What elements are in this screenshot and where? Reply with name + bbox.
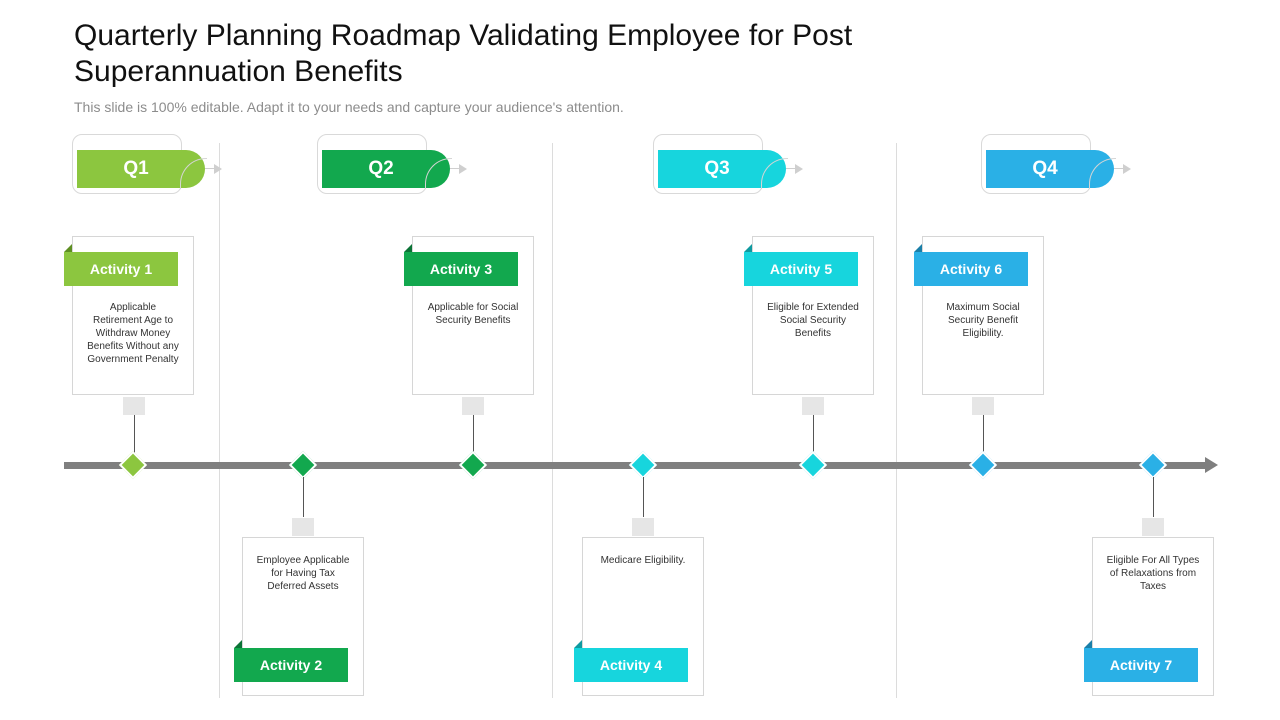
connector-stem bbox=[813, 415, 814, 455]
quarter-q3: Q3 bbox=[653, 134, 803, 194]
activity-description: Maximum Social Security Benefit Eligibil… bbox=[946, 302, 1020, 339]
quarter-q4: Q4 bbox=[981, 134, 1131, 194]
connector-stem bbox=[983, 415, 984, 455]
timeline-arrow-icon bbox=[1205, 457, 1218, 473]
activity-description: Applicable for Social Security Benefits bbox=[427, 302, 519, 326]
label-fold bbox=[64, 244, 72, 252]
quarter-divider bbox=[219, 143, 220, 698]
quarter-arrow-head-icon bbox=[795, 164, 803, 174]
label-fold bbox=[404, 244, 412, 252]
quarter-arrow bbox=[205, 168, 217, 169]
milestone-diamond bbox=[1138, 450, 1168, 480]
connector-stem bbox=[473, 415, 474, 455]
activity-label-3: Activity 3 bbox=[404, 252, 518, 286]
activity-label-4: Activity 4 bbox=[574, 648, 688, 682]
connector-stem bbox=[303, 477, 304, 517]
quarter-arrow bbox=[786, 168, 798, 169]
label-fold bbox=[1084, 640, 1092, 648]
activity-description: Eligible For All Types of Relaxations fr… bbox=[1106, 555, 1200, 592]
quarter-arrow bbox=[450, 168, 462, 169]
activity-description: Applicable Retirement Age to Withdraw Mo… bbox=[87, 302, 179, 365]
connector-stub bbox=[462, 397, 484, 415]
quarter-arrow-head-icon bbox=[459, 164, 467, 174]
connector-stem bbox=[643, 477, 644, 517]
connector-stub bbox=[292, 518, 314, 536]
connector-stub bbox=[802, 397, 824, 415]
activity-description: Medicare Eligibility. bbox=[600, 555, 686, 566]
activity-card-1: Applicable Retirement Age to Withdraw Mo… bbox=[72, 236, 194, 395]
activity-description: Eligible for Extended Social Security Be… bbox=[767, 302, 859, 339]
milestone-diamond bbox=[968, 450, 998, 480]
milestone-diamond bbox=[118, 450, 148, 480]
slide-subtitle: This slide is 100% editable. Adapt it to… bbox=[74, 99, 624, 115]
slide-title: Quarterly Planning Roadmap Validating Em… bbox=[74, 19, 853, 88]
quarter-divider bbox=[552, 143, 553, 698]
activity-description: Employee Applicable for Having Tax Defer… bbox=[256, 555, 350, 592]
quarter-q2: Q2 bbox=[317, 134, 467, 194]
connector-stem bbox=[134, 415, 135, 455]
label-fold bbox=[744, 244, 752, 252]
milestone-diamond bbox=[288, 450, 318, 480]
quarter-arrow bbox=[1114, 168, 1126, 169]
milestone-diamond bbox=[798, 450, 828, 480]
label-fold bbox=[914, 244, 922, 252]
label-fold bbox=[574, 640, 582, 648]
connector-stem bbox=[1153, 477, 1154, 517]
activity-label-1: Activity 1 bbox=[64, 252, 178, 286]
quarter-q1: Q1 bbox=[72, 134, 222, 194]
quarter-divider bbox=[896, 143, 897, 698]
activity-label-7: Activity 7 bbox=[1084, 648, 1198, 682]
activity-label-2: Activity 2 bbox=[234, 648, 348, 682]
activity-label-5: Activity 5 bbox=[744, 252, 858, 286]
connector-stub bbox=[123, 397, 145, 415]
connector-stub bbox=[972, 397, 994, 415]
activity-label-6: Activity 6 bbox=[914, 252, 1028, 286]
quarter-arrow-head-icon bbox=[1123, 164, 1131, 174]
quarter-arrow-head-icon bbox=[214, 164, 222, 174]
milestone-diamond bbox=[628, 450, 658, 480]
connector-stub bbox=[1142, 518, 1164, 536]
milestone-diamond bbox=[458, 450, 488, 480]
connector-stub bbox=[632, 518, 654, 536]
label-fold bbox=[234, 640, 242, 648]
